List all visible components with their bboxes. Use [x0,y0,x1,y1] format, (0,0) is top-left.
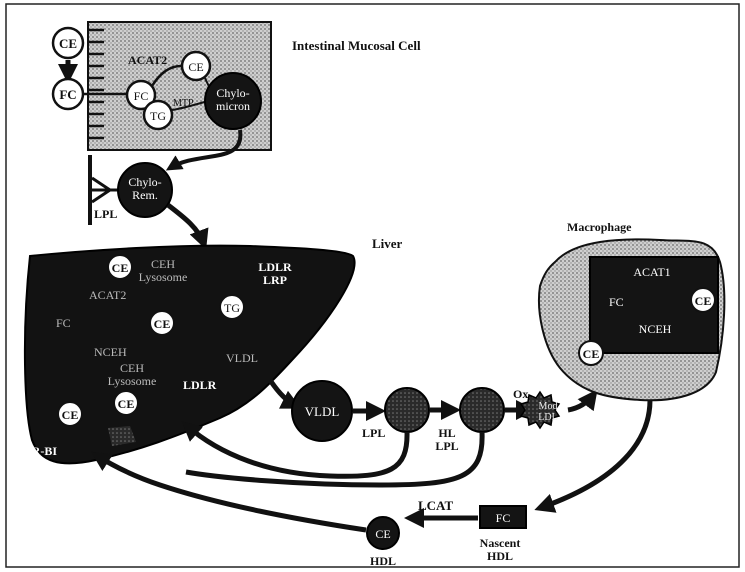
liver-srbi-label: SR-BI [25,444,57,458]
liver-ce-middle-label: CE [154,317,171,331]
modldl-to-macrophage-arrow [568,394,594,410]
ldl-particle [460,388,504,432]
vldl-secretion-arrow [270,380,296,406]
intestinal-mucosal-cell: Intestinal Mucosal Cell CE FC ACAT2 FC C… [53,22,421,168]
nascent-hdl-fc-label: FC [496,511,511,525]
remnant-lpl-label: LPL [94,207,117,221]
fc-outside-label: FC [59,87,76,102]
acat2-intestine-label: ACAT2 [128,53,167,67]
ce-inside-label: CE [188,60,203,74]
macrophage-fc-label: FC [609,295,624,309]
liver-title: Liver [372,236,403,251]
tg-label: TG [150,109,166,123]
hdl-to-liver-arrow [96,455,366,530]
vldl-particle-label: VLDL [305,404,340,419]
liver-fc-label: FC [56,316,71,330]
remnant-to-liver-arrow [168,205,204,244]
macrophage-title: Macrophage [567,220,632,234]
macrophage-ce-right-label: CE [695,294,712,308]
lcat-label: LCAT [418,498,453,513]
pathway-lpl-label: LPL [362,426,385,440]
chylomicron-label: Chylo-micron [216,86,250,113]
fc-inside-label: FC [134,89,149,103]
hdl-label: HDL [370,554,396,568]
macrophage-nceh-label: NCEH [639,322,672,336]
liver-ce-top-label: CE [112,261,129,275]
chylomicron-remnant-group: LPL Chylo-Rem. [90,155,204,244]
lpl-anchor [92,178,120,202]
liver-ce-bottom-left-label: CE [62,408,79,422]
remnant-label: Chylo-Rem. [128,175,161,202]
macrophage: Macrophage ACAT1 FC CE NCEH CE [539,220,724,508]
hdl-ce-label: CE [375,527,390,541]
ce-outside-label: CE [59,36,77,51]
liver-nceh-label: NCEH [94,345,127,359]
macrophage-acat1-label: ACAT1 [633,265,670,279]
intestinal-cell-title: Intestinal Mucosal Cell [292,38,421,53]
idl-particle [385,388,429,432]
macrophage-ce-left-label: CE [583,347,600,361]
liver-tg-label: TG [224,301,240,315]
liver-vldl-label: VLDL [226,351,258,365]
liver-ce-bottom-label: CE [118,397,135,411]
liver-ldlr-label: LDLR [183,378,217,392]
liver-acat2-label: ACAT2 [89,288,126,302]
